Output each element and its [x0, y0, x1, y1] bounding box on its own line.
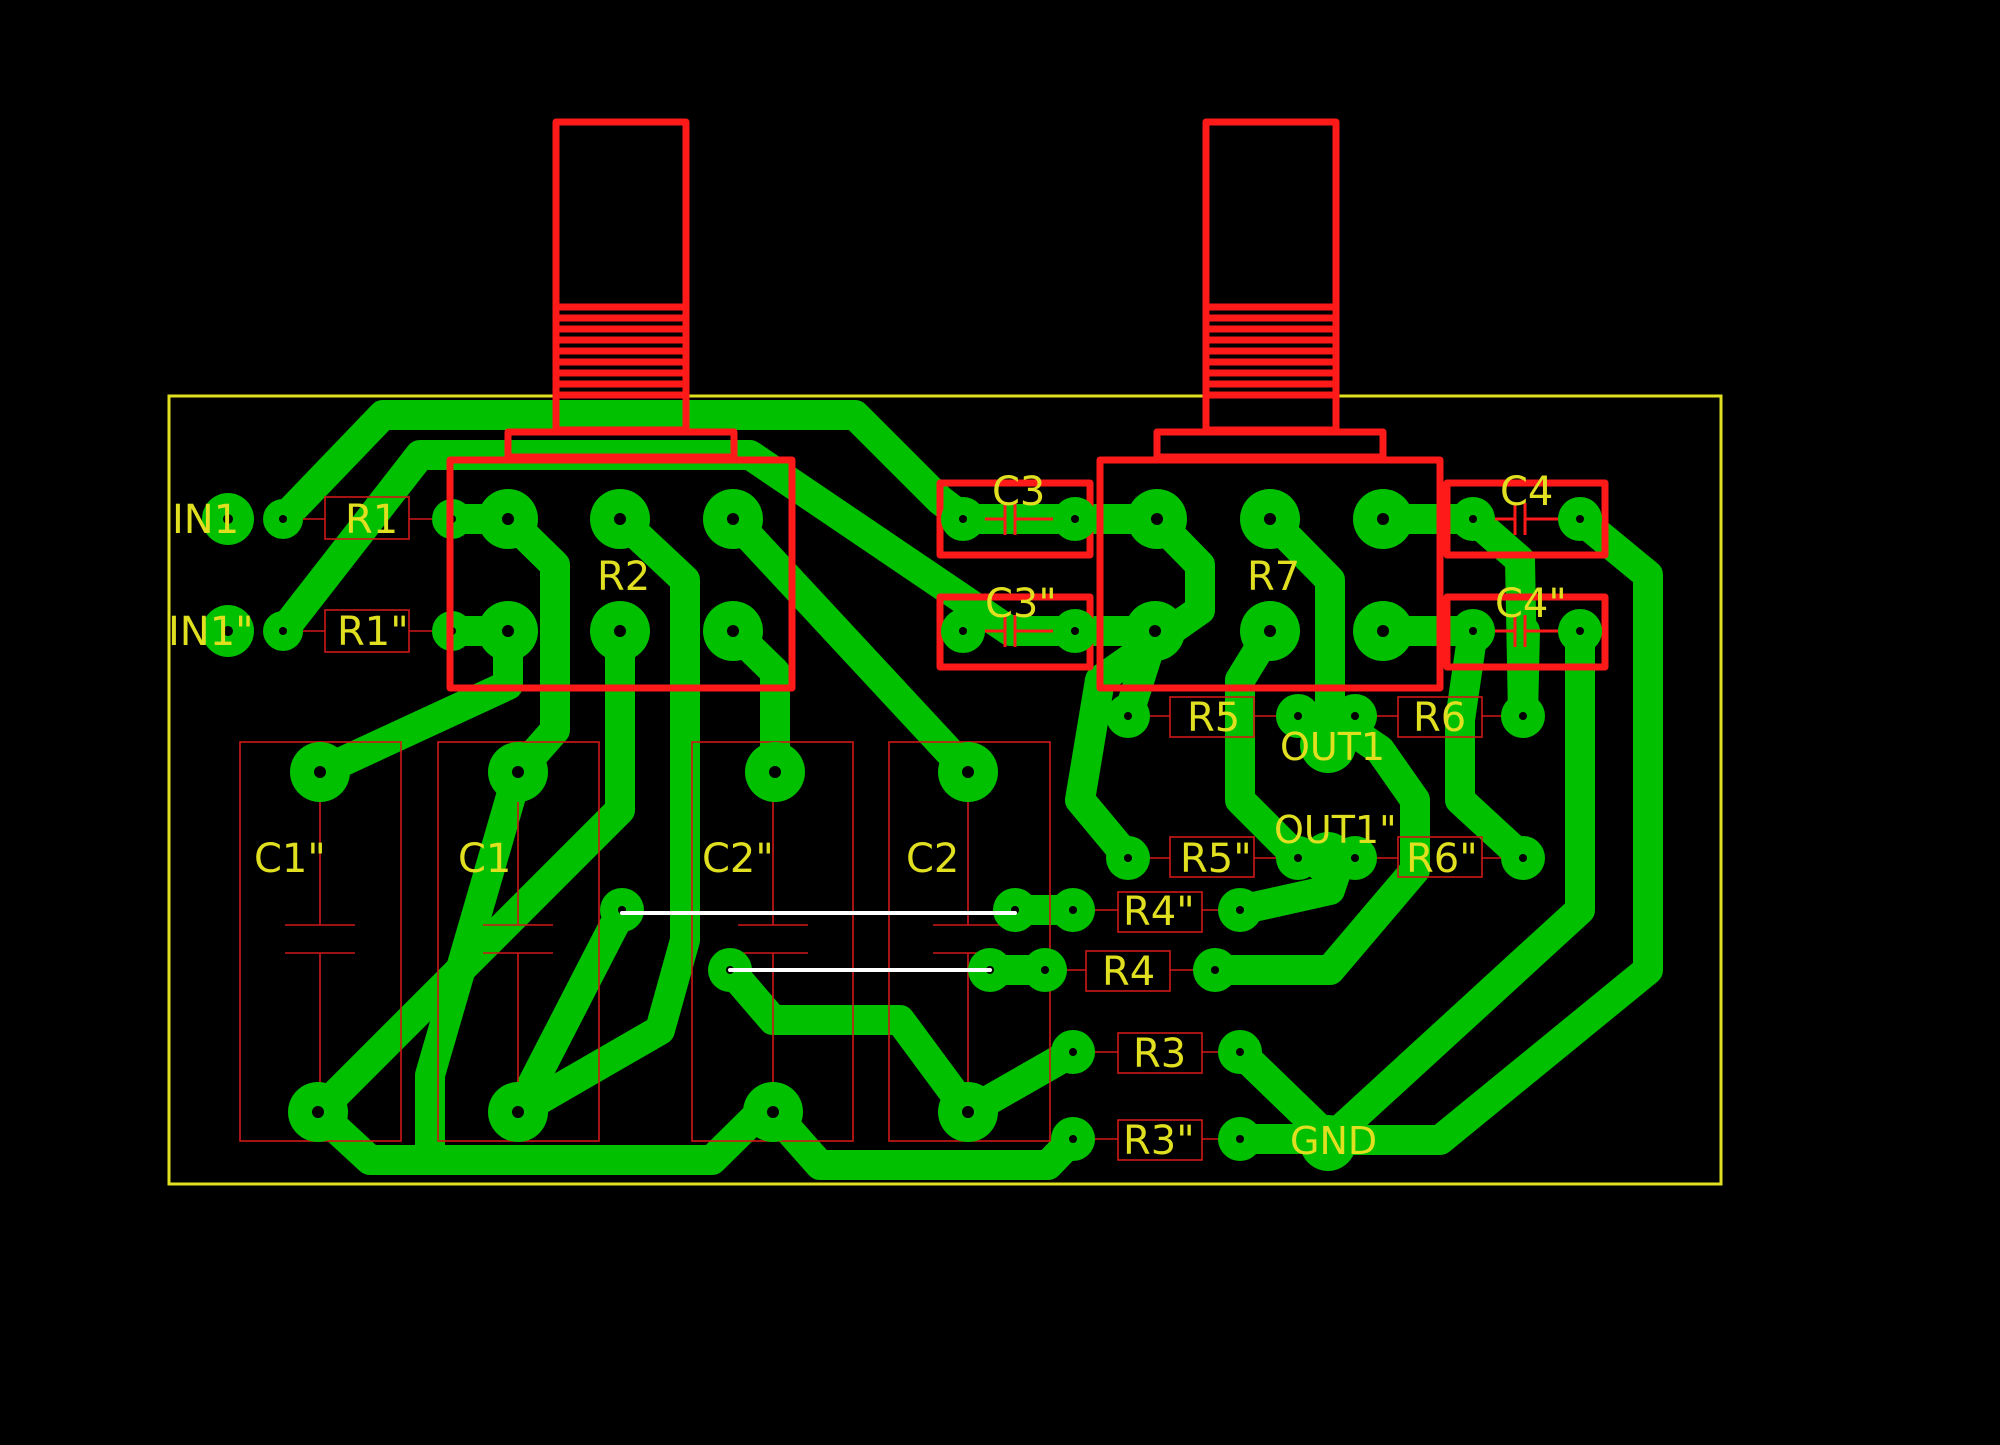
r1-outline — [324, 496, 410, 540]
pad-out1 — [1300, 717, 1356, 773]
r6b-outline — [1397, 836, 1483, 878]
label-r1: R1 — [345, 497, 398, 543]
c2b-symbol — [738, 772, 808, 1112]
label-r7: R7 — [1247, 554, 1300, 600]
label-r3b: R3" — [1123, 1118, 1195, 1164]
label-r5: R5 — [1187, 695, 1240, 741]
r4-outline — [1085, 950, 1171, 992]
trace-c1-left — [415, 757, 533, 1165]
label-r4: R4 — [1102, 949, 1155, 995]
pad-out1b — [1302, 832, 1354, 884]
r5b-outline — [1169, 836, 1255, 878]
r3b-outline — [1117, 1119, 1203, 1161]
r2-knurl — [556, 303, 686, 399]
c2-symbol — [933, 772, 1003, 1112]
trace-c4-right — [1310, 504, 1663, 1155]
c4-body — [1443, 479, 1609, 559]
label-c2: C2 — [906, 836, 959, 882]
label-r6: R6 — [1413, 695, 1466, 741]
trace-wire-left-a — [503, 895, 637, 1127]
potentiometer-r2 — [446, 118, 796, 692]
label-r4b: R4" — [1123, 889, 1195, 935]
trace-c4b-r6b — [1445, 616, 1538, 873]
label-r3: R3 — [1133, 1031, 1186, 1077]
trace-c4b-right — [1225, 616, 1595, 1154]
trace-r2-mid-down — [503, 504, 700, 1127]
c1-symbol — [483, 772, 553, 1112]
c4b-body — [1443, 593, 1609, 671]
c1b-symbol — [285, 772, 355, 1112]
trace-r2-c2 — [718, 504, 983, 787]
label-in1: IN1 — [172, 497, 239, 543]
label-out1b: OUT1" — [1274, 808, 1397, 852]
potentiometer-r7 — [1096, 118, 1444, 692]
label-r5b: R5" — [1180, 836, 1252, 882]
label-r1b: R1" — [337, 609, 409, 655]
jumper-wires — [620, 911, 1017, 972]
r6-outline — [1397, 696, 1483, 738]
label-c1: C1 — [458, 836, 511, 882]
label-r2: R2 — [597, 554, 650, 600]
label-c4b: C4" — [1495, 581, 1567, 627]
label-c3: C3 — [992, 469, 1045, 515]
label-in1b: IN1" — [168, 609, 254, 655]
label-r6b: R6" — [1406, 836, 1478, 882]
pad-gnd — [1300, 1115, 1356, 1171]
r7-knurl — [1206, 303, 1336, 399]
label-out1: OUT1 — [1280, 725, 1385, 769]
r7-collar — [1153, 428, 1387, 461]
label-c3b: C3" — [985, 581, 1057, 627]
label-c4: C4 — [1500, 469, 1553, 515]
label-c1b: C1" — [254, 836, 326, 882]
board-outline — [167, 394, 1723, 1186]
trace-r7-mid — [1200, 504, 1430, 985]
label-gnd: GND — [1290, 1119, 1377, 1163]
r2-body — [446, 456, 796, 692]
trace-c1-bottom — [303, 1085, 788, 1175]
r7-body — [1096, 456, 1444, 692]
r4b-outline — [1117, 891, 1203, 933]
trace-c2b-down — [758, 1097, 1088, 1180]
component-labels: IN1 IN1" R1 R1" R2 R7 C3 C3" C4 C4" R5 R… — [168, 469, 1567, 1164]
label-c2b: C2" — [702, 836, 774, 882]
r5-outline — [1169, 696, 1255, 738]
r3-outline — [1117, 1032, 1203, 1074]
trace-c2b-bridge — [715, 955, 1088, 1127]
